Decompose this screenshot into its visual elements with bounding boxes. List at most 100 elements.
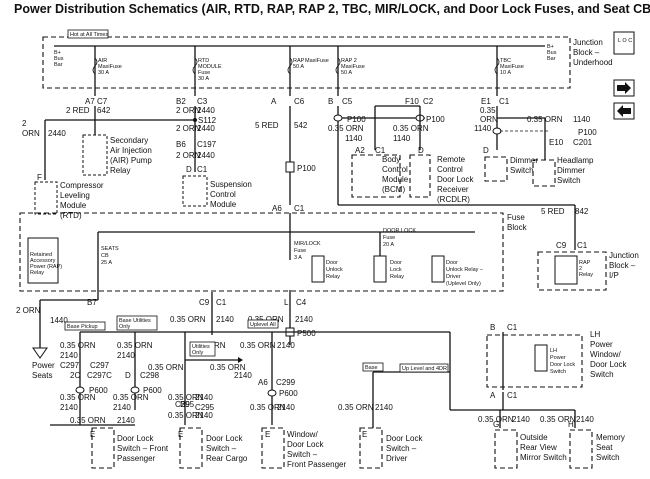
svg-text:842: 842 xyxy=(575,207,589,216)
svg-text:SEATS: SEATS xyxy=(101,246,119,252)
svg-text:Window/: Window/ xyxy=(590,350,621,359)
svg-text:S112: S112 xyxy=(198,116,217,125)
svg-text:Only: Only xyxy=(119,324,131,330)
svg-text:E: E xyxy=(362,430,367,439)
svg-text:0.35 ORN: 0.35 ORN xyxy=(210,363,246,372)
svg-text:0.35 ORN: 0.35 ORN xyxy=(338,403,374,412)
svg-text:C7: C7 xyxy=(97,97,108,106)
svg-text:Driver: Driver xyxy=(386,454,408,463)
next-button[interactable] xyxy=(613,79,635,97)
svg-text:Module: Module xyxy=(382,175,409,184)
svg-text:2140: 2140 xyxy=(113,403,131,412)
svg-text:Door Lock: Door Lock xyxy=(117,434,154,443)
svg-text:2: 2 xyxy=(579,266,582,272)
svg-text:Fuse: Fuse xyxy=(383,235,395,241)
svg-text:0.35 ORN: 0.35 ORN xyxy=(168,411,204,420)
svg-text:C295: C295 xyxy=(175,400,195,409)
dls-rear-cargo: E Door Lock Switch – Rear Cargo xyxy=(178,427,248,469)
svg-text:Switch – Front: Switch – Front xyxy=(117,444,169,453)
svg-text:1140: 1140 xyxy=(474,124,492,133)
rap2-relay xyxy=(554,255,578,285)
svg-text:Switch –: Switch – xyxy=(386,444,417,453)
svg-text:B9: B9 xyxy=(180,400,190,409)
svg-text:Body: Body xyxy=(382,155,400,164)
svg-text:A: A xyxy=(490,391,496,400)
tbc-circuit: E1 C1 0.35 ORN 1140 0.35 ORN 1140 P100 E… xyxy=(474,97,597,187)
svg-text:MaxiFuse: MaxiFuse xyxy=(341,64,365,70)
svg-text:ORN: ORN xyxy=(22,129,40,138)
svg-text:2140: 2140 xyxy=(512,415,530,424)
svg-text:Control: Control xyxy=(437,165,463,174)
svg-text:B: B xyxy=(490,323,495,332)
svg-text:C297: C297 xyxy=(90,361,110,370)
svg-text:ORN: ORN xyxy=(480,115,498,124)
svg-text:E10: E10 xyxy=(549,138,564,147)
svg-text:Dimmer: Dimmer xyxy=(557,166,585,175)
svg-text:MaxiFuse: MaxiFuse xyxy=(98,64,122,70)
svg-text:Headlamp: Headlamp xyxy=(557,156,594,165)
svg-text:Switch –: Switch – xyxy=(206,444,237,453)
svg-text:F10: F10 xyxy=(405,97,419,106)
svg-text:(RCDLR): (RCDLR) xyxy=(437,195,470,204)
svg-text:Mirror Switch: Mirror Switch xyxy=(520,453,567,462)
svg-text:B7: B7 xyxy=(87,298,97,307)
svg-text:2140: 2140 xyxy=(234,371,252,380)
svg-text:2440: 2440 xyxy=(197,106,215,115)
svg-text:C6: C6 xyxy=(294,97,305,106)
svg-text:C9: C9 xyxy=(556,241,567,250)
svg-text:RAP: RAP xyxy=(293,58,305,64)
arrow-left-icon xyxy=(617,105,631,117)
svg-text:25 A: 25 A xyxy=(101,260,112,266)
loc-button[interactable]: L O C xyxy=(613,31,635,55)
svg-text:2140: 2140 xyxy=(60,403,78,412)
svg-text:Rear Cargo: Rear Cargo xyxy=(206,454,248,463)
svg-text:Switch: Switch xyxy=(557,176,581,185)
svg-text:10 A: 10 A xyxy=(500,70,511,76)
svg-text:MaxiFuse: MaxiFuse xyxy=(500,64,524,70)
svg-text:Base Utilities: Base Utilities xyxy=(119,318,151,324)
dls-front-passenger: E Door Lock Switch – Front Passenger xyxy=(90,427,169,469)
svg-text:C295: C295 xyxy=(195,403,215,412)
svg-text:2 ORN: 2 ORN xyxy=(176,151,201,160)
svg-text:Fuse: Fuse xyxy=(507,213,525,222)
svg-text:Door Lock: Door Lock xyxy=(550,362,575,368)
fuse-rap2: RAP 2 MaxiFuse 50 A xyxy=(335,46,365,96)
svg-text:2140: 2140 xyxy=(117,351,135,360)
svg-text:0.35 ORN: 0.35 ORN xyxy=(248,315,284,324)
svg-text:1140: 1140 xyxy=(345,134,363,143)
arrow-right-icon xyxy=(617,82,631,94)
prev-button[interactable] xyxy=(613,102,635,120)
svg-text:A6: A6 xyxy=(258,378,268,387)
svg-text:Uplevel All: Uplevel All xyxy=(250,322,276,328)
rap2-circuit: B C5 5 RED 842 C9 C1 RAP 2 Relay Junctio… xyxy=(328,97,639,291)
svg-text:Driver: Driver xyxy=(446,274,461,280)
svg-text:0.35 ORN: 0.35 ORN xyxy=(60,341,96,350)
svg-text:Door Lock: Door Lock xyxy=(386,434,423,443)
svg-text:30 A: 30 A xyxy=(198,76,209,82)
rtd-module xyxy=(34,181,58,215)
svg-text:0.35 ORN: 0.35 ORN xyxy=(148,363,184,372)
svg-text:C1: C1 xyxy=(216,298,227,307)
svg-text:Memory: Memory xyxy=(596,433,625,442)
svg-text:LH: LH xyxy=(550,348,557,354)
air-pump-circuit: A7 C7 2 RED 642 Secondary Air Injection … xyxy=(66,97,152,176)
svg-text:2140: 2140 xyxy=(195,393,213,402)
svg-text:D: D xyxy=(483,146,489,155)
svg-text:Door Lock: Door Lock xyxy=(437,175,474,184)
svg-text:Door: Door xyxy=(390,260,402,266)
svg-text:C9: C9 xyxy=(199,298,210,307)
svg-text:Switch: Switch xyxy=(550,369,566,375)
svg-text:P600: P600 xyxy=(89,386,108,395)
svg-text:0.35 ORN: 0.35 ORN xyxy=(478,415,514,424)
svg-text:0.35 ORN: 0.35 ORN xyxy=(393,124,429,133)
svg-text:P100: P100 xyxy=(347,115,366,124)
svg-text:2 ORN: 2 ORN xyxy=(16,306,41,315)
svg-text:0.35 ORN: 0.35 ORN xyxy=(168,393,204,402)
svg-text:B6: B6 xyxy=(176,140,186,149)
svg-text:Up Level and 4DR: Up Level and 4DR xyxy=(402,366,447,372)
svg-text:C1: C1 xyxy=(499,97,510,106)
svg-text:Junction: Junction xyxy=(609,251,639,260)
svg-text:0.35 ORN: 0.35 ORN xyxy=(540,415,576,424)
svg-text:2440: 2440 xyxy=(197,151,215,160)
